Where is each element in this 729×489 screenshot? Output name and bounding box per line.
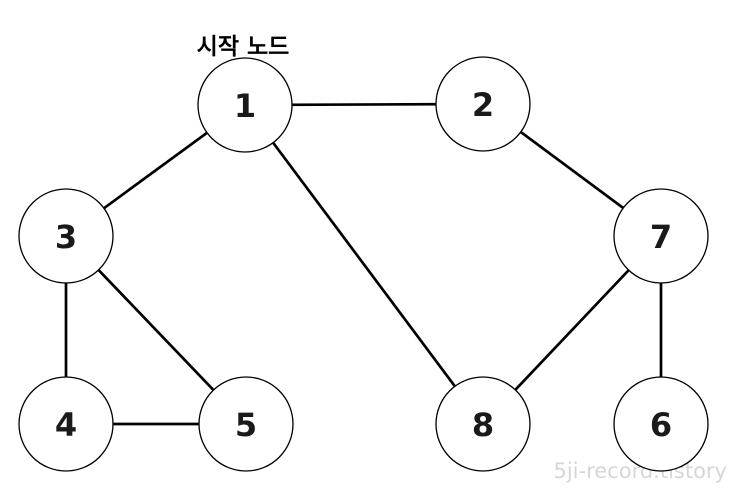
- node-circle-2[interactable]: [435, 56, 531, 152]
- graph-node-4[interactable]: 4: [18, 376, 114, 472]
- nodes-layer: 1 2 3 7 4 5 8 6: [18, 56, 709, 472]
- node-label-3: 3: [55, 218, 77, 256]
- node-circle-4[interactable]: [18, 376, 114, 472]
- node-label-4: 4: [55, 406, 77, 444]
- node-label-5: 5: [235, 406, 257, 444]
- node-label-7: 7: [650, 218, 672, 256]
- edges-layer: [64, 102, 663, 426]
- node-label-1: 1: [234, 87, 256, 125]
- node-circle-8[interactable]: [435, 376, 531, 472]
- start-node-label: 시작 노드: [197, 34, 290, 60]
- graph-node-5[interactable]: 5: [198, 376, 294, 472]
- node-label-8: 8: [472, 406, 494, 444]
- graph-node-2[interactable]: 2: [435, 56, 531, 152]
- node-circle-6[interactable]: [613, 376, 709, 472]
- graph-node-6[interactable]: 6: [613, 376, 709, 472]
- graph-node-1[interactable]: 1: [197, 57, 293, 153]
- node-circle-7[interactable]: [613, 188, 709, 284]
- graph-node-8[interactable]: 8: [435, 376, 531, 472]
- node-circle-5[interactable]: [198, 376, 294, 472]
- node-circle-3[interactable]: [18, 188, 114, 284]
- node-circle-1[interactable]: [197, 57, 293, 153]
- graph-node-3[interactable]: 3: [18, 188, 114, 284]
- graph-edge-1-8: [243, 104, 485, 425]
- graph-node-7[interactable]: 7: [613, 188, 709, 284]
- node-label-6: 6: [650, 406, 672, 444]
- node-label-2: 2: [472, 86, 494, 124]
